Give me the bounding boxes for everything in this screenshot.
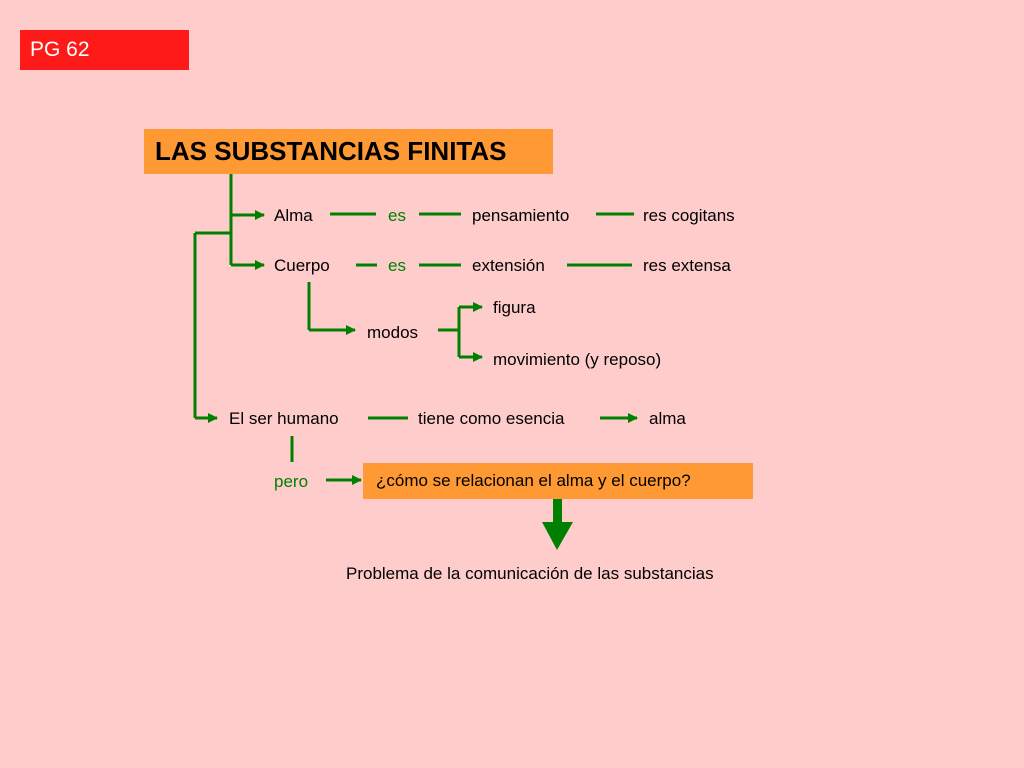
label-figura: figura [493,298,536,317]
down-arrow-shaft [553,499,562,523]
main-title-box: LAS SUBSTANCIAS FINITAS [144,129,553,174]
label-movimiento: movimiento (y reposo) [493,350,662,369]
slide-tag: PG 62 [20,30,189,70]
label-cuerpo-es: es [388,256,406,275]
label-tiene-como-esencia: tiene como esencia [418,409,565,428]
label-alma-esencia: alma [649,409,686,428]
label-alma: Alma [274,206,313,225]
label-modos: modos [367,323,419,342]
label-cuerpo: Cuerpo [274,256,330,275]
label-alma-es: es [388,206,406,225]
down-arrow-head [542,522,573,550]
label-ser-humano: El ser humano [229,409,339,428]
label-pero: pero [274,472,309,491]
label-res-cogitans: res cogitans [643,206,735,225]
label-pensamiento: pensamiento [472,206,570,225]
question-box: ¿cómo se relacionan el alma y el cuerpo? [363,463,753,499]
label-conclusion: Problema de la comunicación de las subst… [346,564,714,583]
label-extension: extensión [472,256,545,275]
label-res-extensa: res extensa [643,256,731,275]
